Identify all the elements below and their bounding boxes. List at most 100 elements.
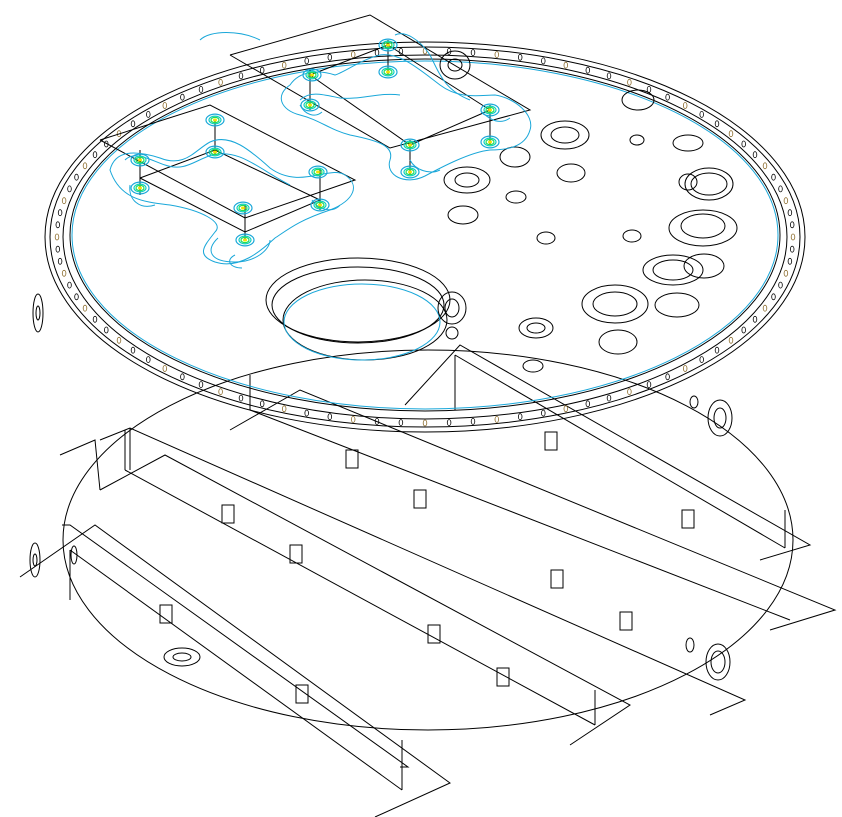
plate-side-port-right-2 [689,395,699,409]
hotspot-ring [135,184,145,192]
hotspot-ring [236,203,250,213]
bolt-hole [470,49,476,56]
hotspot-ring [208,115,222,125]
hotspot-core [213,150,217,154]
bolt-hole [218,78,223,86]
bolt-hole [446,419,452,427]
bolt-hole [67,281,72,289]
hotspot-core [386,70,390,74]
bolt-hole [82,304,88,312]
hotspot-ring [403,167,417,177]
hotspot-ring [210,116,220,124]
hotspot-ring [405,141,415,149]
bolt-hole [699,356,704,364]
bolt-hole [585,66,590,74]
bolt-hole [238,72,244,80]
bolt-hole [198,86,204,93]
hotspot-core [488,140,492,144]
hotspot-core [213,118,217,122]
bolt-hole [61,269,67,277]
nozzle-right-2 [685,637,695,653]
bolt-hole [260,400,265,408]
hotspot-ring [483,105,497,115]
hotspot-ring [133,183,147,193]
base-small-port-inner [172,652,192,662]
hotspot-ring [238,204,248,212]
bolt-hole [304,409,309,417]
bolt-hole [728,130,734,138]
bolt-hole [790,233,796,241]
bolt-hole [92,315,98,323]
bolt-hole [762,162,768,170]
flange-inner-ring [69,58,781,412]
bolt-hole [563,405,568,413]
bolt-hole [351,415,356,423]
bolt-hole [146,356,151,364]
hotspot-ring [483,137,497,147]
hotspot-ring [240,236,250,244]
bolt-hole [787,209,793,217]
hotspot-core [243,238,247,242]
plate-side-port-left [32,293,44,333]
bolt-hole [374,49,380,56]
bolt-hole [683,102,688,109]
flange-bolt-holes [54,47,796,427]
bolt-hole [351,51,356,58]
bolt-hole [260,66,265,74]
hotspot-ring [305,70,319,80]
bolt-hole [57,257,63,265]
bolt-hole [646,381,652,389]
hotspot-core [316,170,320,174]
hotspot-ring [381,40,395,50]
bolt-hole [57,209,63,217]
hotspot-core [138,158,142,162]
plate-side-port-right-inner [713,407,727,429]
bolt-hole [327,413,332,421]
hotspot-ring [378,65,398,79]
base-assembly [19,344,837,817]
bolt-hole [282,405,287,413]
bolt-hole [470,417,476,425]
bolt-hole [130,346,136,354]
hotspot-ring [205,113,225,127]
hotspot-ring [208,147,222,157]
bolt-hole [627,78,632,86]
bolt-hole [146,111,151,118]
hotspot-ring [381,67,395,77]
base-outline-ellipse [62,349,794,731]
hotspot-core [408,143,412,147]
bolt-hole [130,120,136,128]
bolt-hole [752,151,758,159]
bolt-hole [61,197,67,205]
hotspot-core [488,108,492,112]
bolt-hole [54,233,60,241]
support-beam-1 [19,524,451,817]
hotspot-ring [400,165,420,179]
hotspot-ring [480,103,500,117]
hotspot-ring [135,156,145,164]
hotspot-core [318,203,322,207]
hotspot-ring [403,140,417,150]
bolt-hole [714,346,720,354]
hotspot-ring [378,38,398,52]
bolt-hole [518,53,523,61]
bolt-hole [374,417,380,425]
bolt-hole [494,415,499,423]
hotspot-ring [311,167,325,177]
bolt-hole [563,61,568,69]
bolt-hole [422,419,428,427]
hotspot-ring [130,153,150,167]
hotspot-ring [480,135,500,149]
bolt-hole [771,173,776,181]
hotspot-ring [302,68,322,82]
flange-outer-ring [44,41,806,433]
hotspot-ring [238,235,252,245]
support-beam-3 [59,427,747,716]
bolt-hole [116,336,122,344]
flange-ring-3 [62,54,788,420]
bolt-hole [238,394,244,402]
plate-edge-contour [71,60,779,410]
bolt-hole [783,197,789,205]
support-beam-5 [404,344,812,561]
